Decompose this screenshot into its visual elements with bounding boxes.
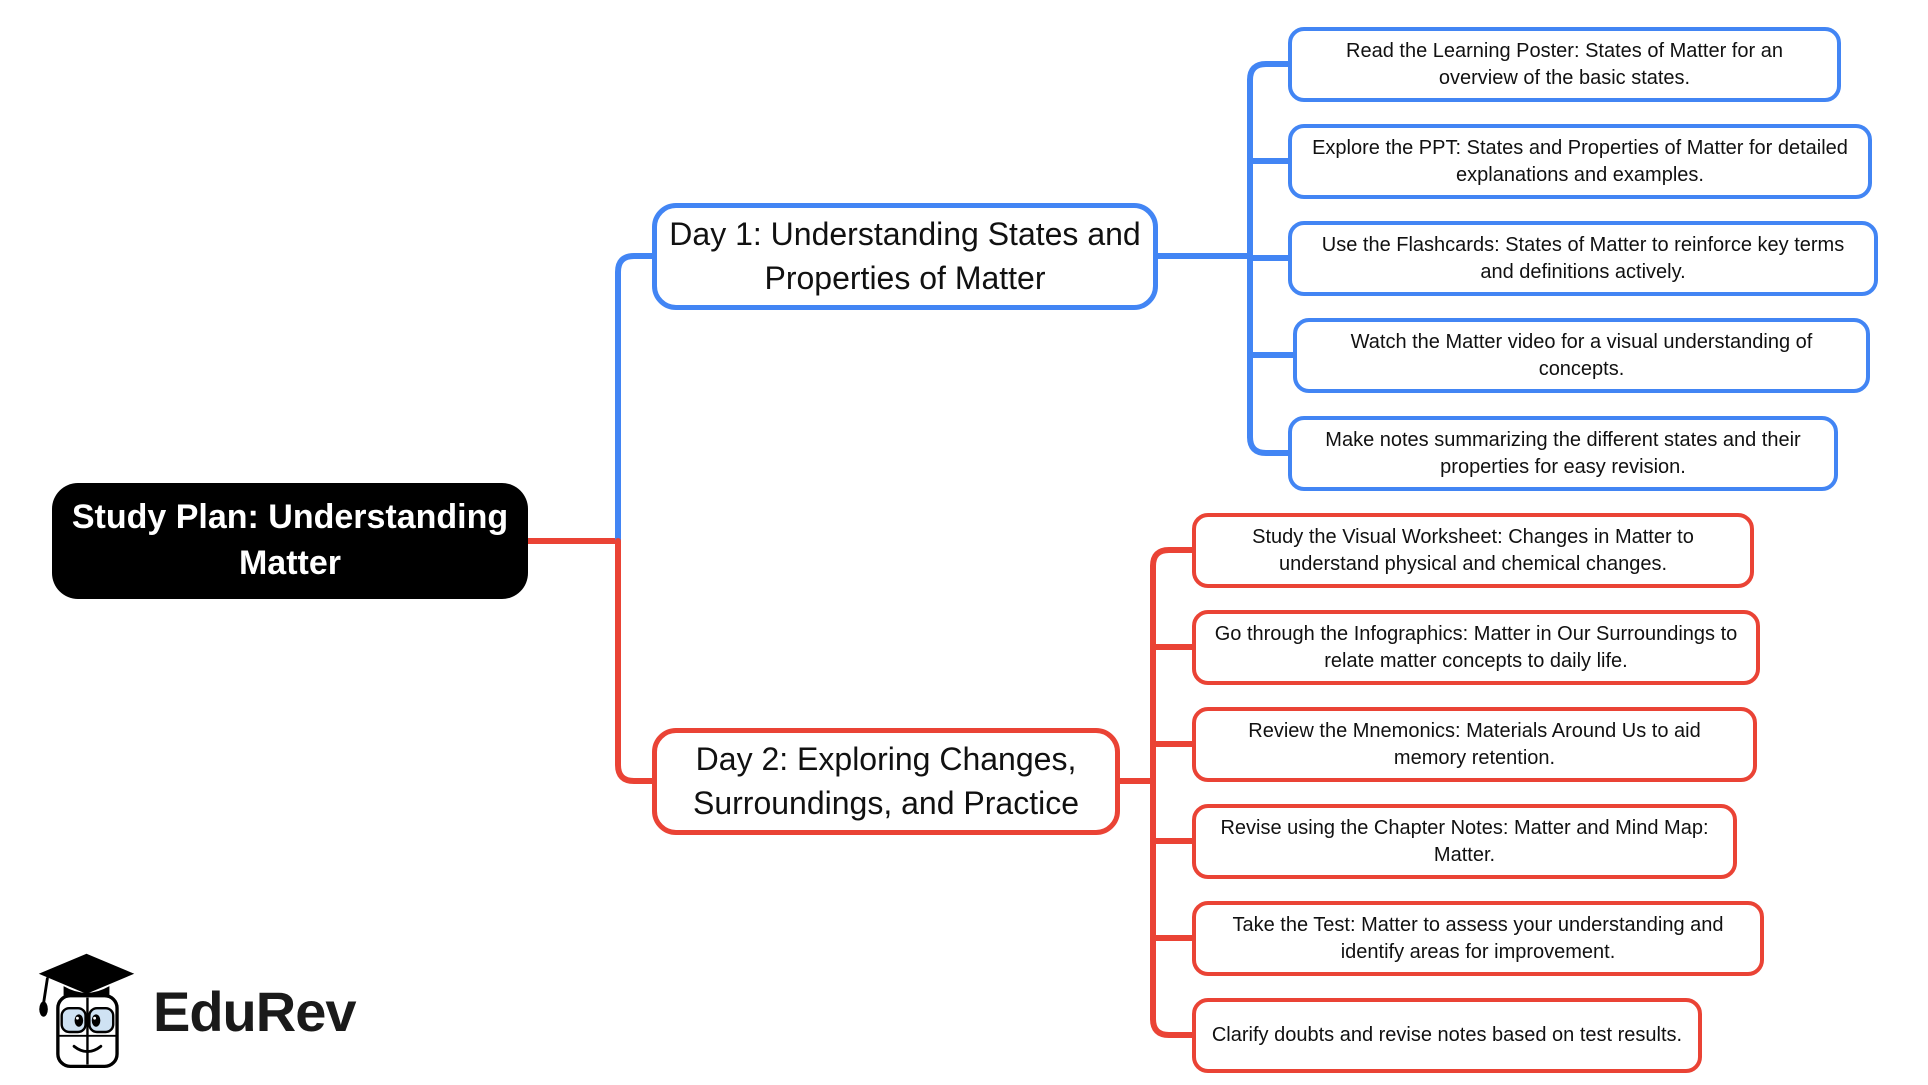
connector-day1-leaf5	[1247, 434, 1291, 456]
branch-day2: Day 2: Exploring Changes, Surroundings, …	[652, 728, 1120, 835]
day2-leaf-3: Review the Mnemonics: Materials Around U…	[1192, 707, 1757, 782]
connector-root-day1	[615, 253, 655, 544]
connector-day2-leaf1	[1150, 547, 1195, 569]
day1-leaf-3: Use the Flashcards: States of Matter to …	[1288, 221, 1878, 296]
root-node: Study Plan: Understanding Matter	[52, 483, 528, 599]
day1-connectors	[1152, 61, 1296, 456]
edurev-mascot-icon	[38, 953, 135, 1069]
edurev-wordmark: EduRev	[153, 979, 356, 1043]
day2-leaf-6: Clarify doubts and revise notes based on…	[1192, 998, 1702, 1073]
day2-leaf-4: Revise using the Chapter Notes: Matter a…	[1192, 804, 1737, 879]
day1-leaf-4: Watch the Matter video for a visual unde…	[1293, 318, 1870, 393]
root-connectors	[524, 253, 655, 784]
edurev-logo: EduRev	[34, 948, 356, 1074]
day1-leaf-2: Explore the PPT: States and Properties o…	[1288, 124, 1872, 199]
day1-leaf-5: Make notes summarizing the different sta…	[1288, 416, 1838, 491]
connector-day2-leaf6	[1150, 1016, 1195, 1038]
day1-leaf-1: Read the Learning Poster: States of Matt…	[1288, 27, 1841, 102]
day2-leaf-2: Go through the Infographics: Matter in O…	[1192, 610, 1760, 685]
connector-day1-leaf1	[1247, 61, 1291, 83]
day2-leaf-1: Study the Visual Worksheet: Changes in M…	[1192, 513, 1754, 588]
day2-leaf-5: Take the Test: Matter to assess your und…	[1192, 901, 1764, 976]
branch-day1: Day 1: Understanding States and Properti…	[652, 203, 1158, 310]
connector-day1-trunk	[1152, 77, 1253, 440]
connector-root-day2	[615, 538, 655, 784]
connector-day2-trunk	[1117, 563, 1156, 1022]
day2-connectors	[1117, 547, 1195, 1038]
